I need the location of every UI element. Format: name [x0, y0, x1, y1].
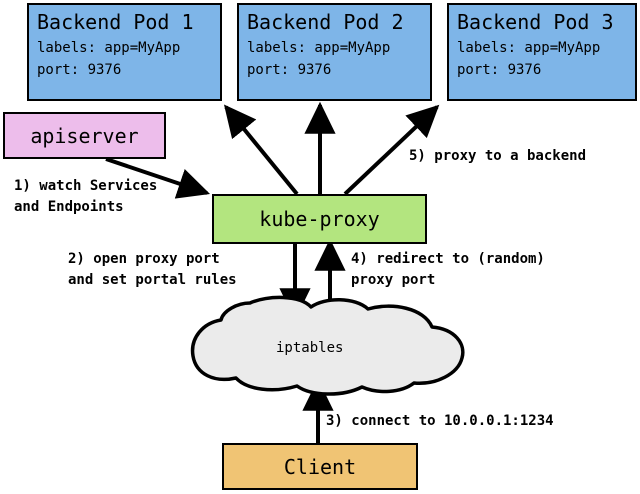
backend-pod-1-box[interactable]: Backend Pod 1 labels: app=MyApp port: 93…	[27, 3, 222, 101]
arrow-kubeproxy-to-pod-3	[343, 104, 440, 196]
apiserver-label: apiserver	[30, 123, 139, 148]
arrow-kubeproxy-to-pod-1	[223, 104, 299, 196]
iptables-label: iptables	[276, 340, 344, 356]
backend-pod-3-port: port: 9376	[457, 62, 542, 78]
step-1-line-1: 1) watch Services	[14, 178, 158, 194]
step-5-label: 5) proxy to a backend	[409, 146, 586, 167]
backend-pod-2-box[interactable]: Backend Pod 2 labels: app=MyApp port: 93…	[237, 3, 432, 101]
step-4-line-2: proxy port	[351, 272, 436, 288]
backend-pod-3-box[interactable]: Backend Pod 3 labels: app=MyApp port: 93…	[447, 3, 637, 101]
step-1-label: 1) watch Services and Endpoints	[14, 176, 157, 218]
step-3-line-1: 3) connect to 10.0.0.1:1234	[326, 413, 554, 429]
kube-proxy-box[interactable]: kube-proxy	[212, 194, 427, 244]
backend-pod-2-port: port: 9376	[247, 62, 332, 78]
step-5-line-1: 5) proxy to a backend	[409, 148, 587, 164]
step-4-label: 4) redirect to (random) proxy port	[351, 249, 545, 291]
step-3-label: 3) connect to 10.0.0.1:1234	[326, 411, 554, 432]
step-2-line-1: 2) open proxy port	[68, 251, 220, 267]
step-1-line-2: and Endpoints	[14, 199, 124, 215]
backend-pod-1-labels: labels: app=MyApp	[37, 40, 181, 56]
step-4-line-1: 4) redirect to (random)	[351, 251, 545, 267]
backend-pod-1-port: port: 9376	[37, 62, 122, 78]
apiserver-box[interactable]: apiserver	[3, 112, 166, 159]
client-box[interactable]: Client	[222, 443, 418, 490]
backend-pod-2-title: Backend Pod 2	[247, 10, 404, 34]
kube-proxy-label: kube-proxy	[259, 207, 380, 231]
step-2-label: 2) open proxy port and set portal rules	[68, 249, 237, 291]
iptables-cloud-shape	[190, 295, 465, 396]
backend-pod-1-title: Backend Pod 1	[37, 10, 194, 34]
step-2-line-2: and set portal rules	[68, 272, 237, 288]
backend-pod-3-labels: labels: app=MyApp	[457, 40, 601, 56]
backend-pod-3-title: Backend Pod 3	[457, 10, 614, 34]
arrow-apiserver-to-kubeproxy	[105, 157, 211, 199]
backend-pod-2-labels: labels: app=MyApp	[247, 40, 391, 56]
client-label: Client	[283, 454, 357, 479]
